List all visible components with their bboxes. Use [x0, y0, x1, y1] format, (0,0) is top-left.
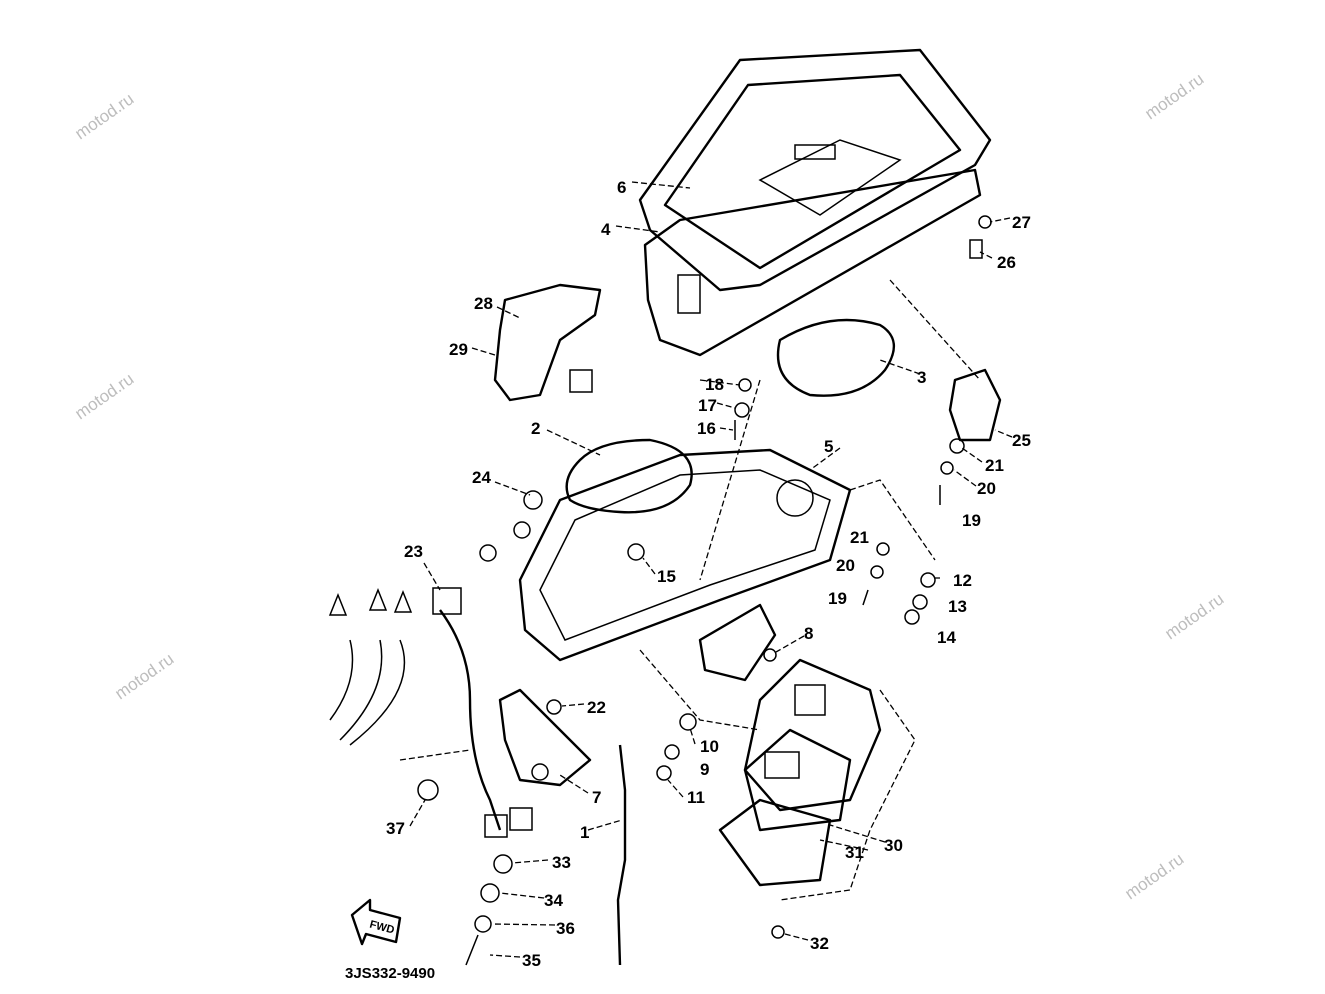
fwd-arrow: FWD [350, 898, 402, 946]
speedometer-cable [616, 744, 627, 966]
callout-9: 9 [700, 760, 709, 779]
callout-10: 10 [700, 737, 719, 756]
watermark-layer: motod.ru motod.ru motod.ru motod.ru motod.ru… [71, 69, 1227, 903]
callout-3: 3 [917, 368, 926, 387]
switch-panel [718, 658, 882, 887]
callout-34: 34 [544, 891, 563, 910]
meter-case-lower [518, 448, 852, 662]
callout-17: 17 [698, 396, 717, 415]
callout-15: 15 [657, 567, 676, 586]
fwd-label: FWD [368, 919, 395, 937]
meter-cover [638, 48, 992, 292]
diagram-code: 3JS332-9490 [345, 965, 435, 982]
callout-20a: 20 [977, 479, 996, 498]
callout-22: 22 [587, 698, 606, 717]
callout-18: 18 [705, 375, 724, 394]
callout-6: 6 [617, 178, 626, 197]
callout-24: 24 [472, 468, 491, 487]
leader-lines [399, 181, 1013, 958]
callout-14: 14 [937, 628, 956, 647]
callout-8: 8 [804, 624, 813, 643]
bracket [498, 688, 592, 787]
callout-31: 31 [845, 843, 864, 862]
watermark-text: motod.ru [1161, 589, 1227, 643]
callout-7: 7 [592, 788, 601, 807]
watermark-text: motod.ru [71, 369, 137, 423]
tachometer [776, 318, 895, 397]
wire-harness [328, 587, 533, 838]
indicator-block [948, 368, 1002, 442]
callout-36: 36 [556, 919, 575, 938]
callout-37: 37 [386, 819, 405, 838]
callout-13: 13 [948, 597, 967, 616]
callout-12: 12 [953, 571, 972, 590]
stay-plate [698, 603, 777, 682]
callout-21a: 21 [985, 456, 1004, 475]
callout-16: 16 [697, 419, 716, 438]
callout-23: 23 [404, 542, 423, 561]
callout-1: 1 [580, 823, 589, 842]
callout-26: 26 [997, 253, 1016, 272]
callout-25: 25 [1012, 431, 1031, 450]
watermark-text: motod.ru [1121, 849, 1187, 903]
callout-11: 11 [687, 788, 705, 807]
watermark-text: motod.ru [1141, 69, 1207, 123]
callout-29: 29 [449, 340, 468, 359]
callout-28: 28 [474, 294, 493, 313]
callout-labels: 6 4 27 26 28 29 3 18 17 16 2 5 25 21 20 … [345, 178, 1031, 982]
watermark-text: motod.ru [111, 649, 177, 703]
callout-30: 30 [884, 836, 903, 855]
callout-35: 35 [522, 951, 541, 970]
callout-19a: 19 [962, 511, 981, 530]
callout-4: 4 [601, 220, 611, 239]
watermark-text: motod.ru [71, 89, 137, 143]
callout-33: 33 [552, 853, 571, 872]
callout-32: 32 [810, 934, 829, 953]
callout-2: 2 [531, 419, 540, 438]
callout-5: 5 [824, 437, 833, 456]
meter-case-upper [643, 168, 982, 357]
speedometer [565, 438, 693, 514]
callout-19b: 19 [828, 589, 847, 608]
callout-20b: 20 [836, 556, 855, 575]
callout-27: 27 [1012, 213, 1031, 232]
small-parts [417, 215, 992, 966]
callout-21b: 21 [850, 528, 869, 547]
socket-assy [493, 283, 602, 402]
